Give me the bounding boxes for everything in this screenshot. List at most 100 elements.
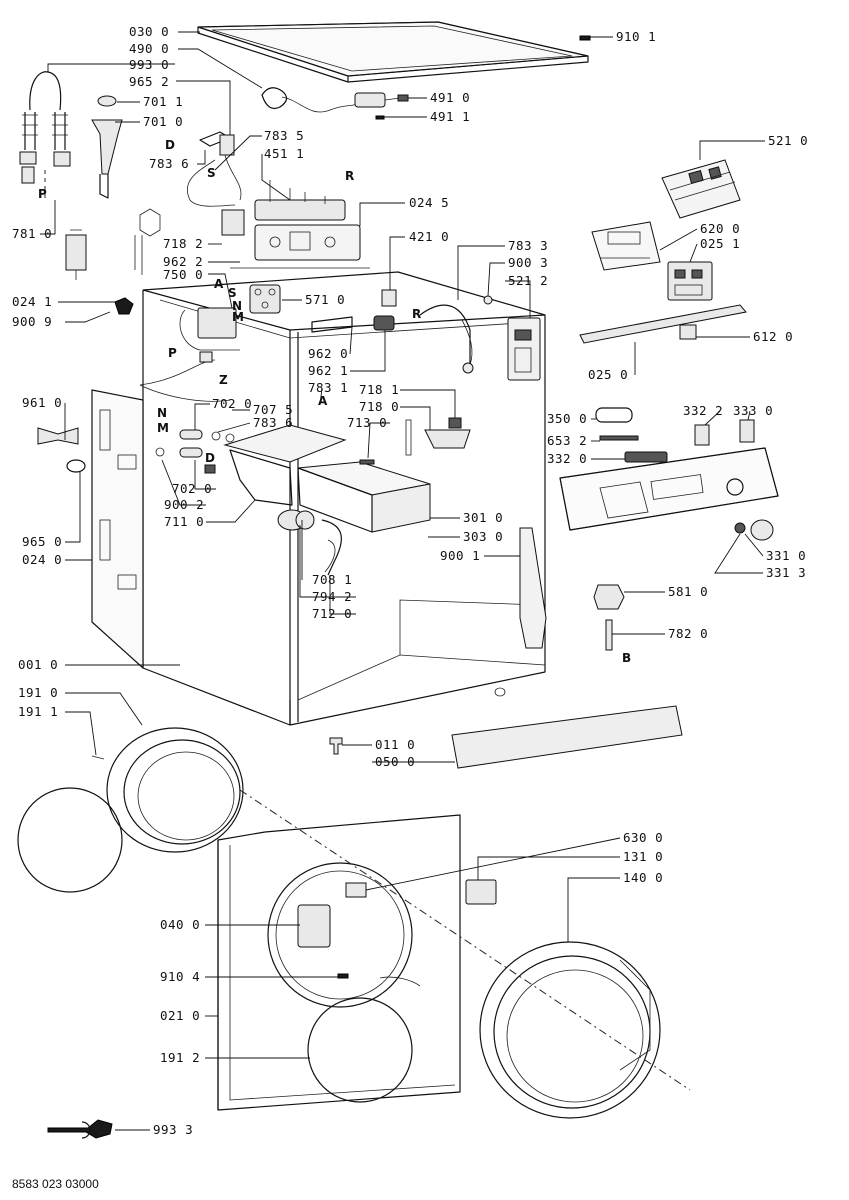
parts-drawing <box>17 21 779 1139</box>
marker-a-lower: A <box>318 394 328 408</box>
callout-910-1: 910 1 <box>616 29 656 44</box>
inlet-valve <box>249 284 281 314</box>
callout-040-0: 040 0 <box>160 917 200 932</box>
detergent-drawer <box>297 461 431 533</box>
callout-303-0: 303 0 <box>463 529 503 544</box>
marker-s-upper: S <box>207 166 216 180</box>
control-panel-front <box>559 447 779 531</box>
callout-900-1: 900 1 <box>440 548 480 563</box>
callout-191-2: 191 2 <box>160 1050 200 1065</box>
callout-900-9: 900 9 <box>12 314 52 329</box>
callout-521-2: 521 2 <box>508 273 548 288</box>
callout-021-0: 021 0 <box>160 1008 200 1023</box>
callout-024-5: 024 5 <box>409 195 449 210</box>
marker-n-lower: N <box>157 406 167 420</box>
callout-140-0: 140 0 <box>623 870 663 885</box>
callout-993-3: 993 3 <box>153 1122 193 1137</box>
door-assembly <box>479 941 661 1119</box>
callout-783-6-lower: 783 6 <box>253 415 293 430</box>
callout-965-2: 965 2 <box>129 74 169 89</box>
marker-a-upper: A <box>214 277 224 291</box>
back-panel <box>91 389 144 669</box>
callout-521-0: 521 0 <box>768 133 808 148</box>
callout-702-0-lower: 702 0 <box>172 481 212 496</box>
callout-331-3: 331 3 <box>766 565 806 580</box>
callout-491-0: 491 0 <box>430 90 470 105</box>
callout-782-0: 782 0 <box>668 626 708 641</box>
cable-assembly <box>261 87 409 113</box>
top-lid <box>197 21 589 83</box>
callout-653-2: 653 2 <box>547 433 587 448</box>
main-board <box>661 159 741 219</box>
marker-d-lower: D <box>205 451 215 465</box>
callout-718-2: 718 2 <box>163 236 203 251</box>
callout-191-0: 191 0 <box>18 685 58 700</box>
callout-900-3: 900 3 <box>508 255 548 270</box>
callout-331-0: 331 0 <box>766 548 806 563</box>
callout-701-0: 701 0 <box>143 114 183 129</box>
document-code: 8583 023 03000 <box>12 1177 99 1191</box>
callout-191-1: 191 1 <box>18 704 58 719</box>
callout-702-0-upper: 702 0 <box>212 396 252 411</box>
callout-332-0: 332 0 <box>547 451 587 466</box>
callout-708-1: 708 1 <box>312 572 352 587</box>
callout-421-0: 421 0 <box>409 229 449 244</box>
marker-r-lower: R <box>412 307 421 321</box>
callout-131-0: 131 0 <box>623 849 663 864</box>
marker-m-valve: M <box>232 310 244 324</box>
marker-d-upper: D <box>165 138 175 152</box>
callout-713-0: 713 0 <box>347 415 387 430</box>
callout-962-2: 962 2 <box>163 254 203 269</box>
callout-910-4: 910 4 <box>160 969 200 984</box>
callout-783-1: 783 1 <box>308 380 348 395</box>
callout-024-0: 024 0 <box>22 552 62 567</box>
callout-620-0: 620 0 <box>700 221 740 236</box>
callout-711-0: 711 0 <box>164 514 204 529</box>
marker-s-valve: S <box>228 286 237 300</box>
callout-350-0: 350 0 <box>547 411 587 426</box>
inlet-hose <box>19 71 71 200</box>
marker-z: Z <box>219 373 228 387</box>
callout-630-0: 630 0 <box>623 830 663 845</box>
callout-750-0: 750 0 <box>163 267 203 282</box>
callout-001-0: 001 0 <box>18 657 58 672</box>
callout-571-0: 571 0 <box>305 292 345 307</box>
marker-n-valve: N <box>232 299 242 313</box>
door-gasket <box>17 727 244 893</box>
callout-581-0: 581 0 <box>668 584 708 599</box>
marker-m-lower: M <box>157 421 169 435</box>
marker-p-hose: P <box>38 187 47 201</box>
callout-783-5: 783 5 <box>264 128 304 143</box>
marker-p-filter: P <box>168 346 177 360</box>
callout-962-0: 962 0 <box>308 346 348 361</box>
callout-612-0: 612 0 <box>753 329 793 344</box>
callout-993-0: 993 0 <box>129 57 169 72</box>
callout-030-0: 030 0 <box>129 24 169 39</box>
callout-712-0: 712 0 <box>312 606 352 621</box>
callout-490-0: 490 0 <box>129 41 169 56</box>
callout-025-1: 025 1 <box>700 236 740 251</box>
callout-labels: 030 0 490 0 993 0 965 2 701 1 701 0 783 … <box>12 24 808 1137</box>
callout-050-0: 050 0 <box>375 754 415 769</box>
callout-707-5: 707 5 <box>253 402 293 417</box>
callout-333-0: 333 0 <box>733 403 773 418</box>
callout-301-0: 301 0 <box>463 510 503 525</box>
callout-718-1: 718 1 <box>359 382 399 397</box>
callout-025-0: 025 0 <box>588 367 628 382</box>
electronic-module <box>507 317 541 381</box>
callout-332-2: 332 2 <box>683 403 723 418</box>
callout-701-1: 701 1 <box>143 94 183 109</box>
display-board <box>591 221 661 271</box>
letter-markers: P D S R A S N M P Z A N M D R P B <box>38 138 631 665</box>
dispenser-box <box>223 424 347 531</box>
callout-024-1: 024 1 <box>12 294 52 309</box>
marker-b: B <box>622 651 631 665</box>
callout-962-1: 962 1 <box>308 363 348 378</box>
callout-451-1: 451 1 <box>264 146 304 161</box>
valve-assembly <box>187 131 242 207</box>
callout-491-1: 491 1 <box>430 109 470 124</box>
callout-961-0: 961 0 <box>22 395 62 410</box>
callout-783-3: 783 3 <box>508 238 548 253</box>
